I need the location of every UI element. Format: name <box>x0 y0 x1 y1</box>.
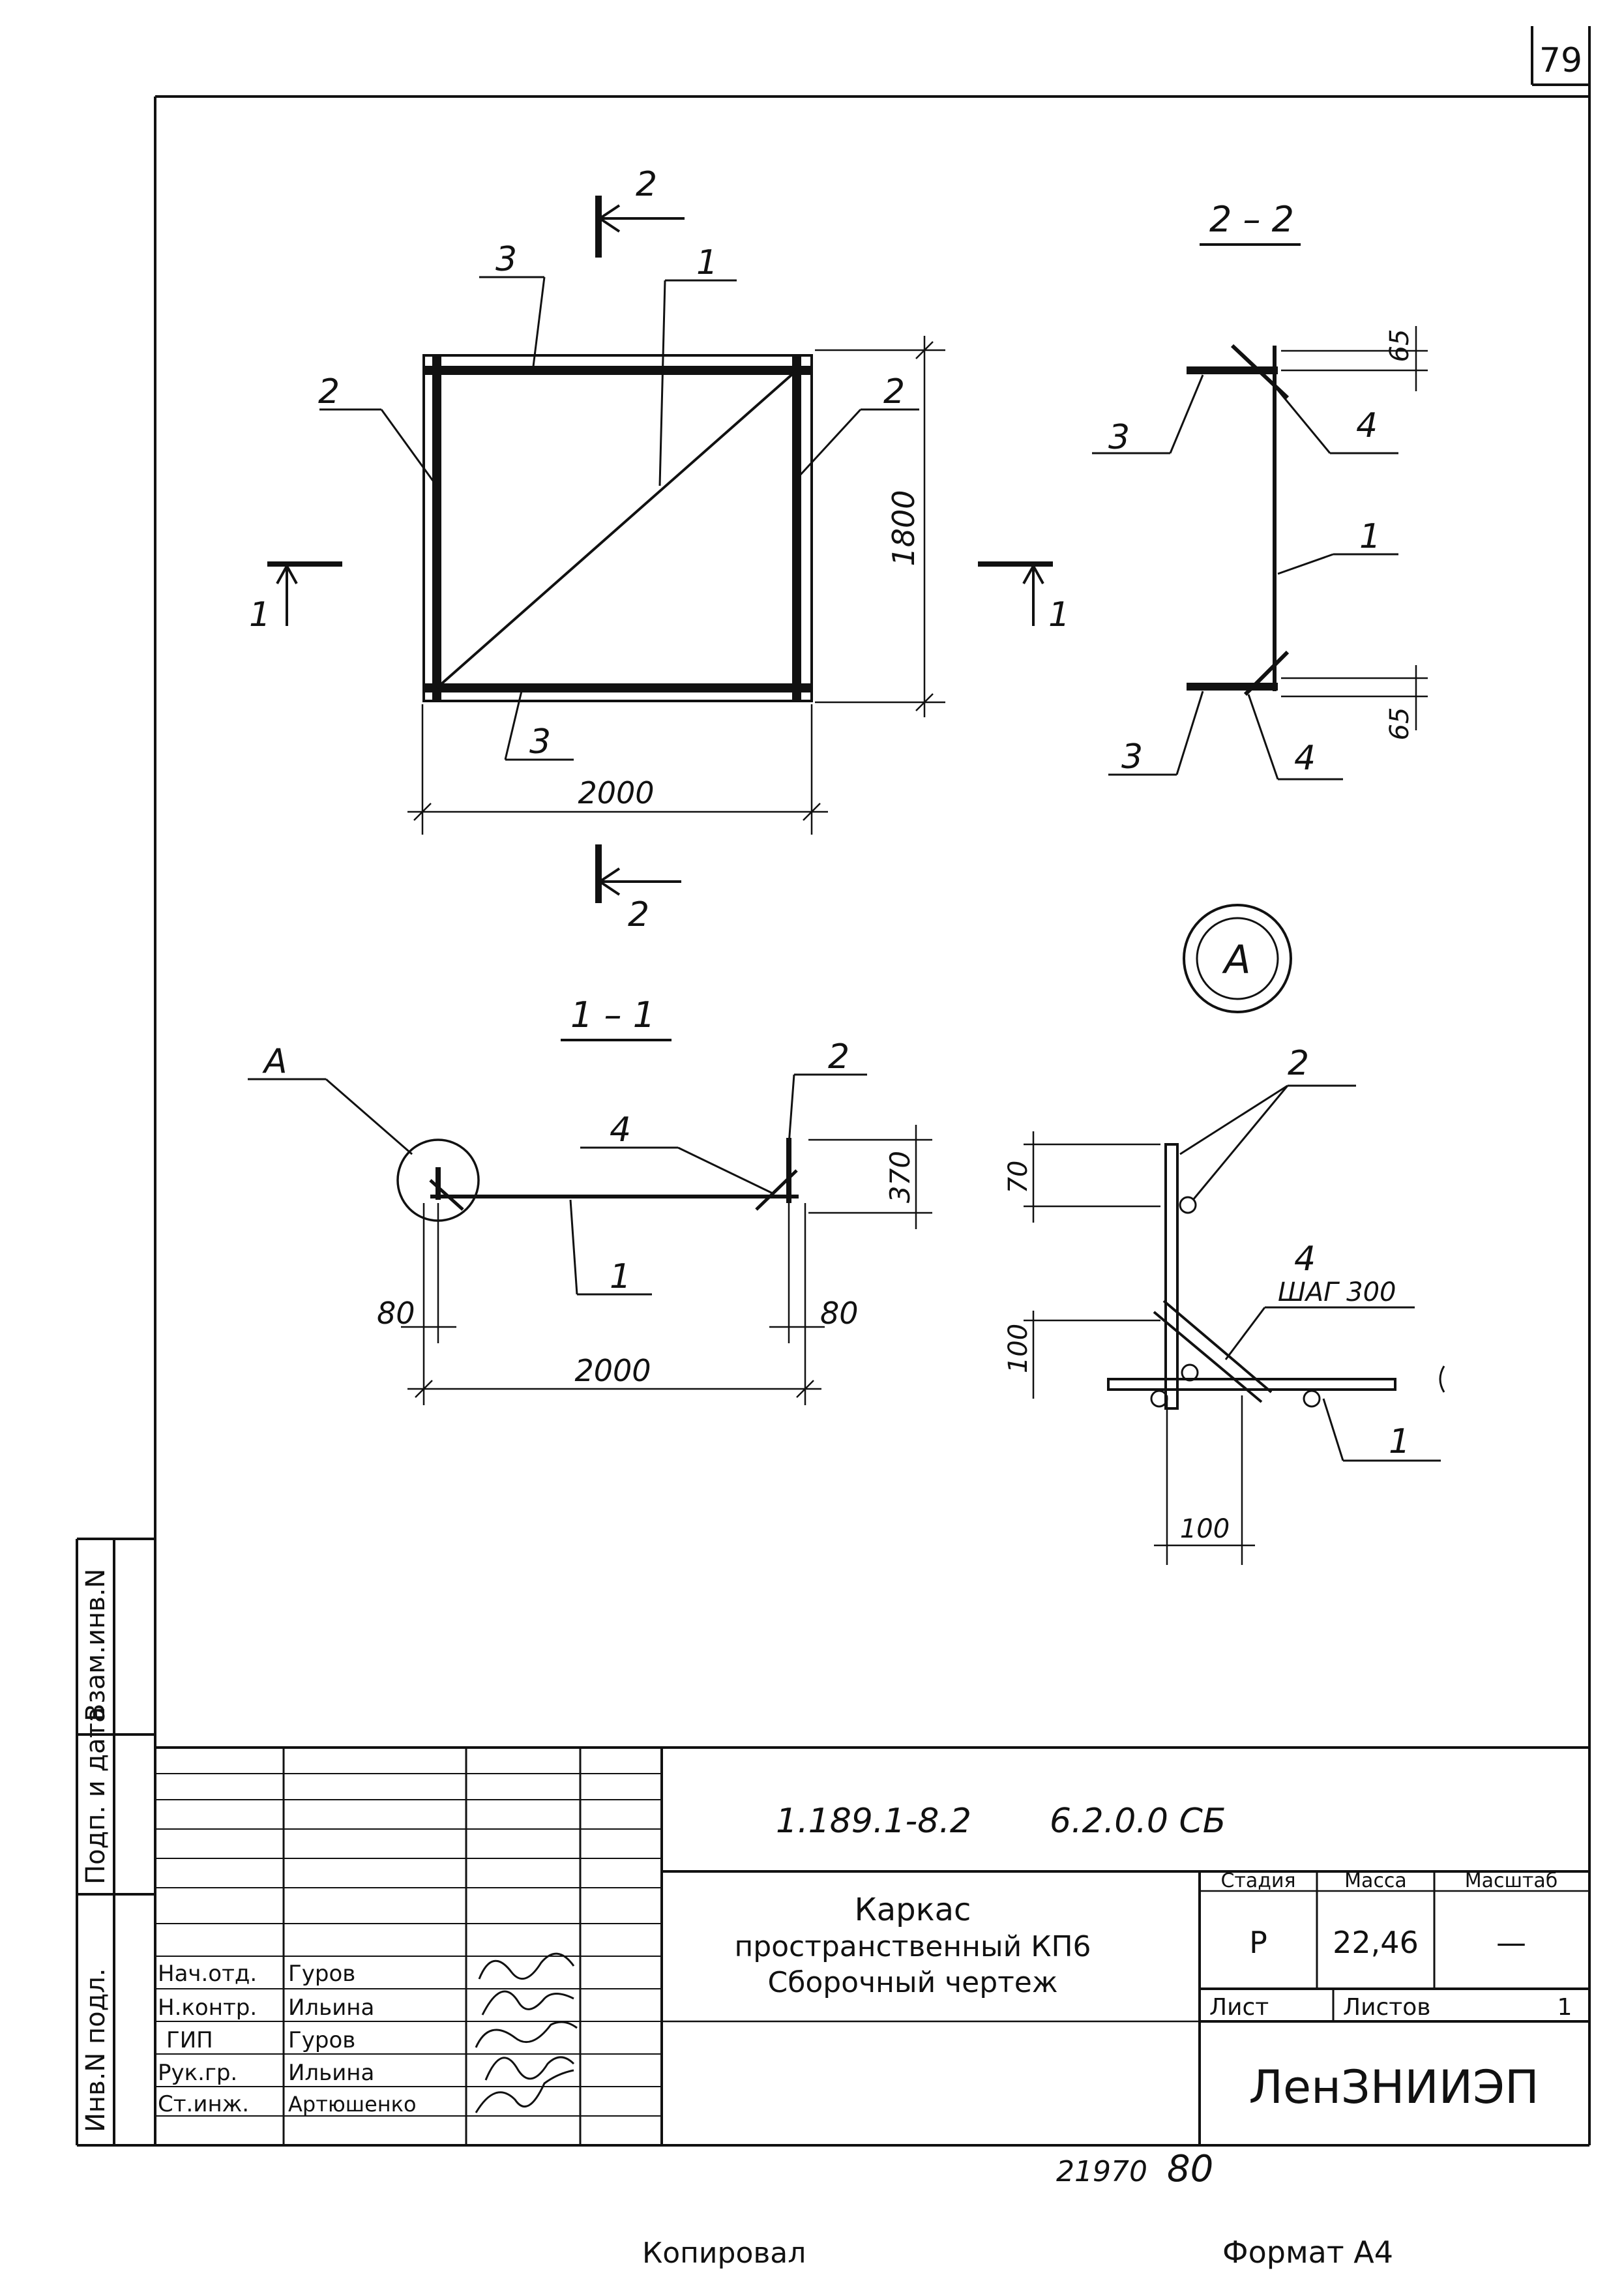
replace-inv-label: Взам.инв.N <box>81 1569 111 1721</box>
role-1: Нач.отд. <box>158 1961 257 1987</box>
dim-80-left: 80 <box>377 1296 415 1331</box>
label-2: 2 <box>828 1037 849 1077</box>
sheet-frame <box>77 26 1591 2147</box>
dim-100-vertical: 100 <box>1003 1324 1033 1373</box>
inv-orig-label: Инв.N подл. <box>81 1968 111 2132</box>
section-1-1: 1 – 1 <box>248 994 932 1405</box>
doc-mark: 6.2.0.0 СБ <box>1050 1802 1226 1841</box>
name-1: Гуров <box>288 1961 355 1987</box>
dim-370: 370 <box>884 1151 916 1203</box>
page-number: 79 <box>1539 41 1582 80</box>
label-4-top: 4 <box>1356 406 1378 445</box>
stage-header: Стадия <box>1220 1869 1295 1892</box>
callout-a: А <box>262 1042 288 1081</box>
stage-value: Р <box>1249 1925 1267 1960</box>
label-3-top: 3 <box>495 240 517 279</box>
frame-bars <box>424 355 812 701</box>
mass-value: 22,46 <box>1333 1925 1419 1960</box>
section-2-mark-top: 2 <box>636 165 657 204</box>
dim-width: 2000 <box>578 775 654 811</box>
role-2: Н.контр. <box>158 1995 257 2021</box>
title-block <box>155 1746 1589 2145</box>
section-1-mark-left: 1 <box>249 595 271 634</box>
mass-header: Масса <box>1344 1869 1407 1892</box>
name-4: Ильина <box>288 2060 374 2086</box>
name-2: Ильина <box>288 1995 374 2021</box>
dim-80-right: 80 <box>820 1296 859 1331</box>
scale-value: — <box>1496 1925 1526 1960</box>
label-1: 1 <box>696 243 718 282</box>
label-4: 4 <box>1294 1240 1316 1279</box>
label-3-bottom: 3 <box>1121 737 1143 777</box>
section-2-mark-bottom: 2 <box>628 895 649 934</box>
dim-65-bottom: 65 <box>1385 707 1415 741</box>
label-4: 4 <box>610 1110 631 1150</box>
sheets-count: 1 <box>1558 1994 1572 2021</box>
copied-by: Копировал <box>642 2237 806 2270</box>
diagonal-bar <box>436 369 798 689</box>
signatures <box>475 1952 578 2113</box>
front-view: 2000 1800 3 1 2 2 3 <box>249 165 1070 934</box>
section-1-1-title: 1 – 1 <box>570 994 655 1035</box>
label-1: 1 <box>1359 517 1381 556</box>
dim-height: 1800 <box>886 490 921 566</box>
label-3-bottom: 3 <box>529 722 551 762</box>
organization-name: ЛенЗНИИЭП <box>1248 2061 1539 2114</box>
archive-number: 21970 <box>1056 2155 1147 2188</box>
label-2-right: 2 <box>883 372 905 411</box>
dim-65-top: 65 <box>1385 329 1415 363</box>
signature-5 <box>475 2069 574 2113</box>
role-5: Ст.инж. <box>158 2091 249 2117</box>
title-line-1: Каркас <box>855 1892 971 1928</box>
title-line-3: Сборочный чертеж <box>767 1966 1057 1999</box>
signature-4 <box>484 2056 575 2081</box>
scale-header: Масштаб <box>1465 1869 1558 1892</box>
label-2-left: 2 <box>318 372 340 411</box>
detail-a: А 2 <box>1003 904 1445 1565</box>
sheets-label: Листов <box>1343 1994 1430 2021</box>
side-stamp <box>76 1538 155 2145</box>
signature-2 <box>481 1990 574 2016</box>
name-3: Гуров <box>288 2027 355 2053</box>
section-2-2-title: 2 – 2 <box>1209 199 1294 240</box>
signature-1 <box>478 1952 575 1980</box>
doc-code: 1.189.1-8.2 <box>776 1802 971 1841</box>
detail-a-title: А <box>1221 937 1250 983</box>
label-1: 1 <box>610 1257 631 1296</box>
dim-width: 2000 <box>574 1353 651 1388</box>
role-3: ГИП <box>166 2027 213 2053</box>
section-1-mark-right: 1 <box>1048 595 1070 634</box>
step-300: ШАГ 300 <box>1278 1277 1396 1307</box>
title-line-2: пространственный КП6 <box>734 1930 1091 1963</box>
signature-3 <box>475 2021 578 2048</box>
dim-70: 70 <box>1003 1161 1033 1194</box>
label-3-top: 3 <box>1108 418 1130 457</box>
label-1: 1 <box>1389 1422 1410 1461</box>
role-4: Рук.гр. <box>158 2060 237 2086</box>
label-2: 2 <box>1288 1044 1309 1083</box>
signature-date-label: Подп. и дата <box>81 1707 111 1884</box>
label-4-bottom: 4 <box>1294 739 1316 778</box>
section-2-2: 2 – 2 65 65 <box>1092 199 1428 781</box>
format-a4: Формат А4 <box>1222 2235 1393 2270</box>
name-5: Артюшенко <box>288 2092 417 2117</box>
sheet-label: Лист <box>1209 1994 1269 2021</box>
dim-100-horizontal: 100 <box>1180 1514 1230 1544</box>
bottom-page-number: 80 <box>1167 2148 1213 2190</box>
frame-outline <box>422 354 813 702</box>
